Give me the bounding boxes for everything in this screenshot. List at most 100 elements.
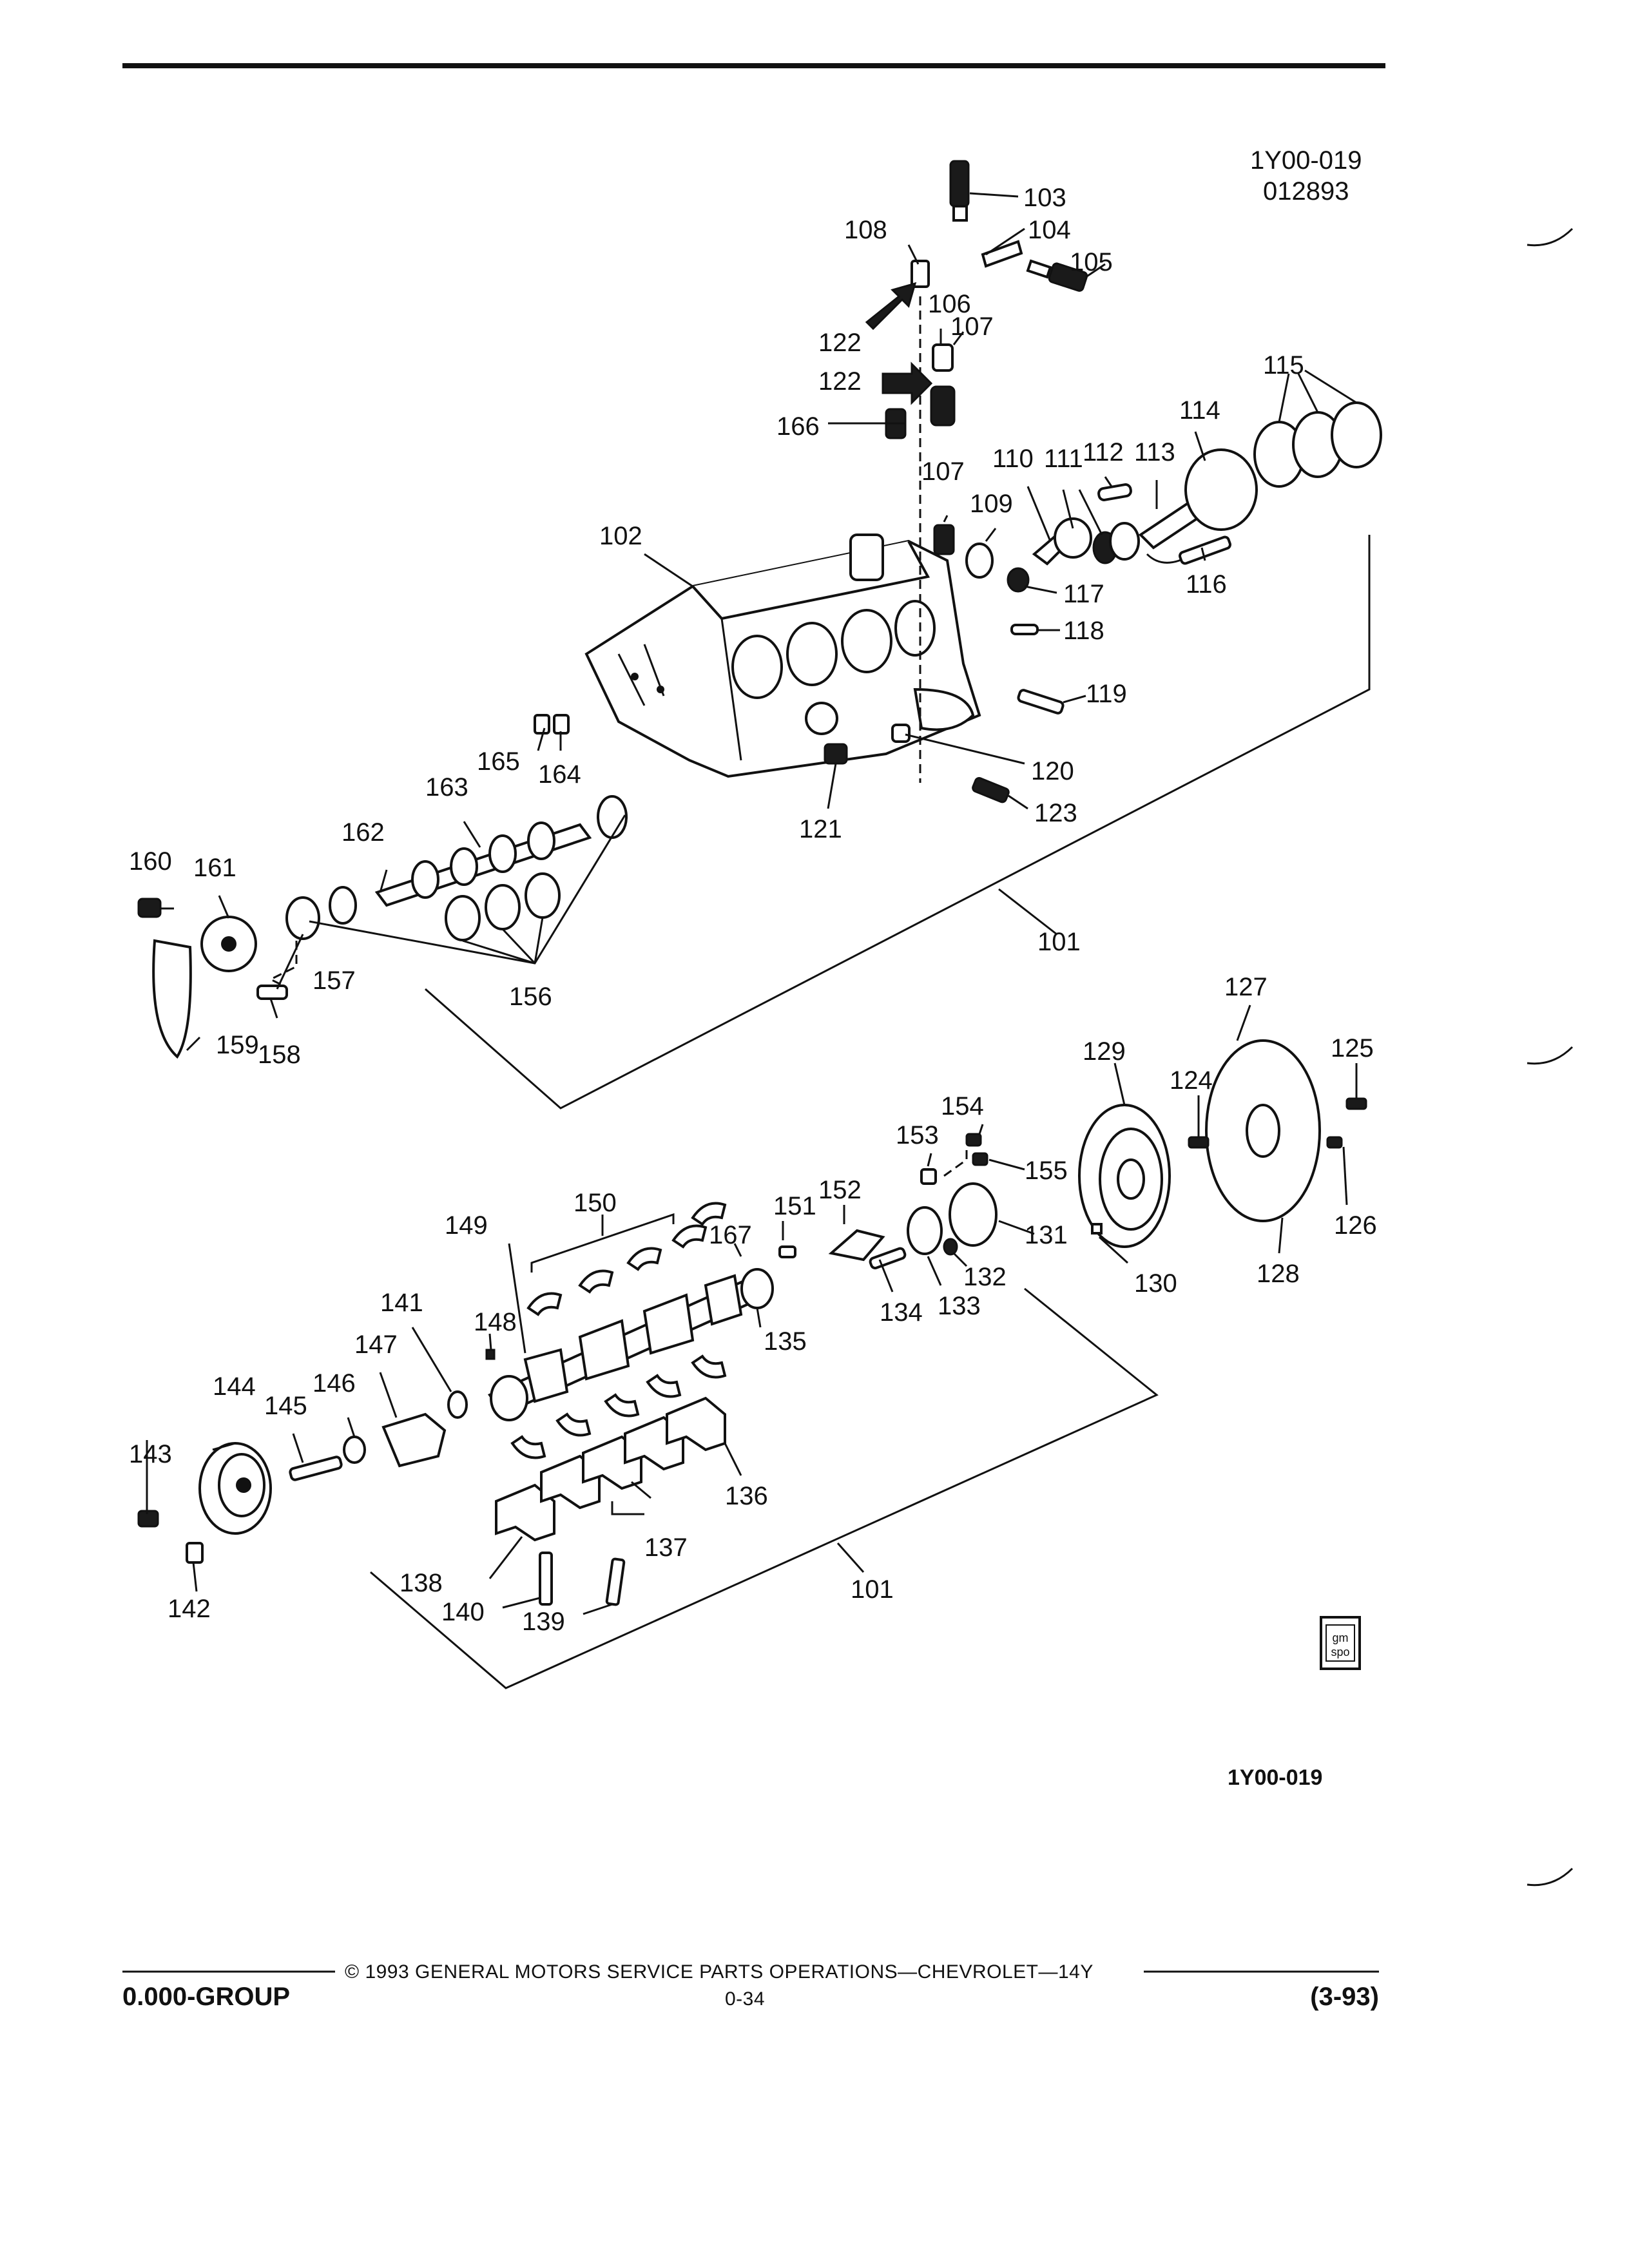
- edge-mark: [1527, 227, 1574, 247]
- piston-rod-assembly: [534, 401, 1382, 803]
- callout-160: 160: [129, 847, 172, 876]
- gm-spo-logo: gm spo: [1320, 1616, 1361, 1670]
- callout-127: 127: [1224, 973, 1268, 1001]
- edge-mark: [1527, 1867, 1574, 1887]
- callout-105: 105: [1070, 248, 1113, 276]
- callout-158: 158: [258, 1041, 301, 1069]
- callout-132: 132: [963, 1263, 1007, 1291]
- callout-149: 149: [445, 1211, 488, 1240]
- callout-101-lower: 101: [851, 1575, 894, 1604]
- callout-165: 165: [477, 747, 520, 776]
- illustration-code: 1Y00-019: [1250, 146, 1362, 175]
- callout-148: 148: [474, 1308, 517, 1336]
- callout-166: 166: [776, 412, 820, 441]
- camshaft-timing: [137, 795, 628, 1059]
- footer-group: 0.000-GROUP: [122, 1983, 290, 2011]
- logo-line1: gm: [1332, 1631, 1348, 1644]
- callout-157: 157: [313, 966, 356, 995]
- crankshaft: [488, 1268, 774, 1421]
- callout-108: 108: [844, 216, 887, 244]
- callout-156: 156: [509, 983, 552, 1011]
- callout-136: 136: [725, 1482, 768, 1510]
- callout-104: 104: [1028, 216, 1071, 244]
- callout-131: 131: [1025, 1221, 1068, 1249]
- callout-107-upper: 107: [950, 312, 994, 341]
- lower-assembly: [137, 1039, 1367, 1689]
- callout-120: 120: [1031, 757, 1074, 785]
- arrow-122-lower: [882, 361, 933, 405]
- callout-122-upper: 122: [818, 329, 862, 357]
- callout-130: 130: [1134, 1269, 1177, 1298]
- callout-119: 119: [1086, 680, 1127, 708]
- front-components: [137, 1349, 496, 1564]
- callout-126: 126: [1334, 1211, 1377, 1240]
- callout-107-lower: 107: [921, 457, 965, 486]
- footer-revision: (3-93): [1310, 1983, 1379, 2011]
- callout-147: 147: [354, 1331, 398, 1359]
- callout-leaders: [146, 192, 1358, 1615]
- callout-139: 139: [522, 1608, 565, 1636]
- callout-151: 151: [773, 1192, 816, 1220]
- callout-140: 140: [441, 1598, 485, 1626]
- callout-153: 153: [896, 1121, 939, 1149]
- lifter-train: [885, 160, 1088, 783]
- callout-122-lower: 122: [818, 367, 862, 396]
- callout-150: 150: [574, 1189, 617, 1217]
- callout-123: 123: [1034, 799, 1077, 827]
- callout-117: 117: [1063, 580, 1104, 608]
- callout-125: 125: [1331, 1034, 1374, 1062]
- bracket-101-upper: [425, 535, 1371, 1110]
- footer-copyright: © 1993 GENERAL MOTORS SERVICE PARTS OPER…: [345, 1961, 1094, 1983]
- callout-114: 114: [1179, 396, 1220, 425]
- callout-145: 145: [264, 1392, 307, 1420]
- callout-121: 121: [799, 815, 842, 843]
- callout-159: 159: [216, 1031, 259, 1059]
- callout-135: 135: [764, 1327, 807, 1356]
- callout-112: 112: [1083, 438, 1124, 466]
- bottom-illustration-code: 1Y00-019: [1228, 1765, 1322, 1790]
- callout-116: 116: [1186, 570, 1227, 599]
- callout-118: 118: [1063, 617, 1104, 645]
- bracket-101-lower: [370, 1287, 1159, 1689]
- callout-115: 115: [1263, 351, 1304, 380]
- bearing-shells-lower: [510, 1354, 727, 1459]
- callout-137: 137: [644, 1533, 688, 1562]
- edge-mark: [1527, 1046, 1574, 1065]
- callout-128: 128: [1257, 1260, 1300, 1288]
- callout-163: 163: [425, 773, 468, 802]
- callout-101-upper: 101: [1037, 928, 1081, 956]
- logo-line2: spo: [1331, 1646, 1349, 1658]
- callout-134: 134: [880, 1298, 923, 1327]
- callout-142: 142: [168, 1595, 211, 1623]
- callout-138: 138: [400, 1569, 443, 1597]
- callout-167: 167: [709, 1221, 752, 1249]
- callout-110: 110: [992, 445, 1034, 473]
- callout-152: 152: [818, 1176, 862, 1204]
- callout-155: 155: [1025, 1157, 1068, 1185]
- footer: © 1993 GENERAL MOTORS SERVICE PARTS OPER…: [122, 1961, 1379, 2011]
- callout-103: 103: [1023, 184, 1066, 212]
- callout-102: 102: [599, 522, 642, 550]
- callout-129: 129: [1083, 1037, 1126, 1066]
- main-bearing-caps: [495, 1396, 726, 1606]
- flywheel-flexplate: [1078, 1039, 1367, 1248]
- callout-154: 154: [941, 1092, 984, 1120]
- callout-124: 124: [1170, 1066, 1213, 1095]
- upper-assembly: [137, 160, 1382, 1110]
- rear-seal-retainer: [778, 1133, 998, 1270]
- callout-133: 133: [938, 1292, 981, 1320]
- callout-106: 106: [928, 290, 971, 318]
- callout-162: 162: [342, 818, 385, 847]
- footer-page-number: 0-34: [725, 1988, 765, 2010]
- callout-143: 143: [129, 1440, 172, 1468]
- bearing-shells-upper: [526, 1202, 727, 1316]
- callout-113: 113: [1134, 438, 1175, 466]
- callout-111: 111: [1044, 445, 1083, 473]
- callout-161: 161: [193, 854, 236, 882]
- callout-141: 141: [380, 1289, 423, 1317]
- callout-109: 109: [970, 490, 1013, 518]
- callout-146: 146: [313, 1369, 356, 1398]
- date-code: 012893: [1263, 177, 1349, 206]
- callout-164: 164: [538, 760, 581, 789]
